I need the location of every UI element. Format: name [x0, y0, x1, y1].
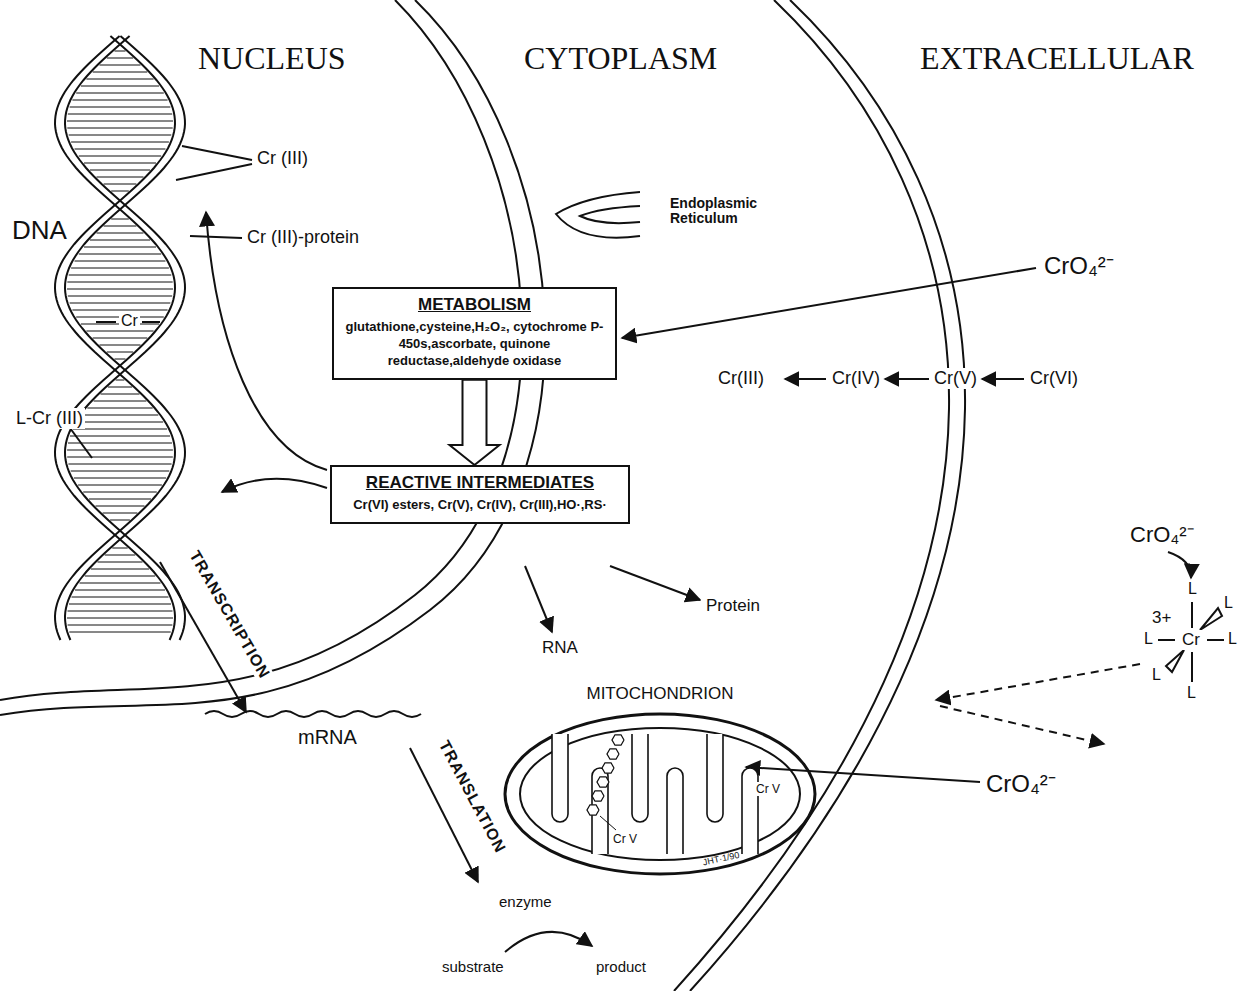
adduct-label: Cr	[119, 312, 140, 330]
ion-label: CrO₄²⁻	[1042, 252, 1116, 280]
molecule-label: product	[594, 958, 648, 975]
process-label: TRANSCRIPTION	[184, 546, 274, 684]
adduct-label: Cr V	[755, 782, 781, 796]
organelle-heading: MITOCHONDRION	[500, 684, 820, 704]
oxidation-state: Cr(IV)	[830, 368, 882, 389]
region-label: CYTOPLASM	[522, 40, 719, 77]
molecule-label: enzyme	[497, 893, 554, 910]
wedge-bond	[1200, 608, 1222, 630]
process-box: METABOLISM glutathione,cysteine,H₂O₂, cyt…	[332, 287, 617, 380]
bond	[1191, 602, 1193, 628]
adduct-label: Cr (III)-protein	[245, 227, 361, 248]
dna-strand	[65, 36, 185, 640]
reduction-arrow	[785, 378, 826, 380]
adduct-label: L-Cr (III)	[14, 408, 85, 429]
bond	[1207, 639, 1224, 641]
process-box: REACTIVE INTERMEDIATES Cr(VI) esters, Cr(…	[330, 465, 630, 524]
box-heading: REACTIVE INTERMEDIATES	[342, 473, 618, 493]
leader-line	[600, 816, 616, 830]
target-label: RNA	[540, 638, 580, 658]
bond	[1158, 639, 1175, 641]
inner-membrane	[520, 728, 800, 860]
region-label: NUCLEUS	[196, 40, 348, 77]
reaction-arrow	[505, 932, 592, 952]
ligand-label: L	[1150, 666, 1163, 684]
outer-membrane	[505, 714, 815, 874]
leader-line	[190, 236, 242, 238]
endoplasmic-reticulum	[580, 206, 640, 223]
damage-arrow	[222, 479, 327, 492]
leader-line	[176, 164, 252, 180]
mitochondrion: MITOCHONDRION Cr V Cr V	[500, 682, 820, 882]
box-body: glutathione,cysteine,H₂O₂, cytochrome P-…	[344, 319, 605, 370]
ligand-label: L	[1185, 684, 1198, 702]
target-label: Protein	[704, 596, 762, 616]
leader-line	[142, 321, 160, 323]
adduct-label: Cr (III)	[255, 148, 310, 169]
dna-strand	[65, 36, 185, 640]
ligand-label: L	[1226, 630, 1239, 648]
ion-label: CrO₄²⁻	[1128, 522, 1196, 547]
organelle-label: Endoplasmic Reticulum	[668, 196, 768, 227]
charge-label: 3+	[1150, 608, 1173, 628]
oxidation-state: Cr(V)	[932, 368, 979, 389]
reduction-arrow	[885, 378, 929, 380]
region-label: EXTRACELLULAR	[918, 40, 1196, 77]
bond	[1191, 652, 1193, 682]
exchange-arrow	[940, 706, 1104, 744]
damage-arrow	[525, 566, 552, 632]
signature: JHT·1/90	[700, 849, 742, 868]
ion-label: CrO₄²⁻	[984, 770, 1058, 798]
molecule-label: mRNA	[296, 726, 359, 749]
process-label: TRANSLATION	[434, 736, 511, 858]
translation-arrow	[410, 748, 478, 882]
dna-helix	[55, 36, 185, 640]
cell-membrane	[674, 0, 949, 991]
dna-strand	[55, 36, 175, 640]
leader-line	[96, 321, 116, 323]
dna-strand	[55, 36, 175, 640]
oxidation-state: Cr(VI)	[1028, 368, 1080, 389]
hollow-arrow	[450, 380, 500, 465]
mtdna-chain	[587, 735, 624, 815]
box-heading: METABOLISM	[344, 295, 605, 315]
adduct-label: Cr V	[612, 832, 638, 846]
exchange-arrow	[936, 664, 1140, 700]
binding-arrow	[1168, 552, 1191, 578]
structure-label: DNA	[10, 216, 69, 246]
damage-arrow	[610, 566, 700, 600]
leader-line	[182, 146, 252, 160]
reduction-arrow	[982, 378, 1024, 380]
atom-label: Cr	[1180, 630, 1202, 650]
mrna-strand	[205, 711, 421, 717]
ligand-label: L	[1142, 630, 1155, 648]
molecule-label: substrate	[440, 958, 506, 975]
endoplasmic-reticulum	[556, 192, 640, 238]
cell-membrane	[690, 0, 965, 991]
wedge-bond	[1166, 650, 1184, 672]
ligand-label: L	[1186, 580, 1199, 598]
oxidation-state: Cr(III)	[716, 368, 766, 389]
ligand-label: L	[1222, 594, 1235, 612]
uptake-arrow	[746, 767, 980, 782]
box-body: Cr(VI) esters, Cr(V), Cr(IV), Cr(III),HO…	[342, 497, 618, 514]
cristae	[552, 734, 758, 854]
uptake-arrow	[622, 268, 1036, 338]
damage-arrow	[206, 212, 327, 470]
